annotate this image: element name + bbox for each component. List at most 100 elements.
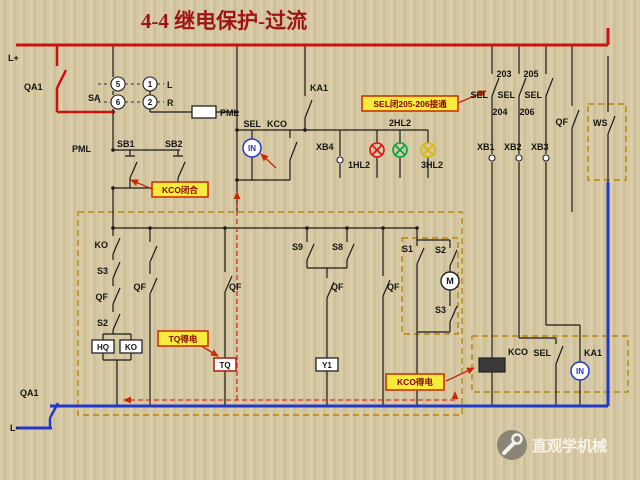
label-sel-top: SEL bbox=[243, 119, 261, 129]
lamp-2hl2-green-icon bbox=[392, 142, 408, 158]
label-pml-top: PML bbox=[220, 108, 240, 118]
coil-kco bbox=[478, 357, 506, 373]
coil-hq bbox=[91, 339, 115, 354]
kco-zone-box bbox=[471, 335, 629, 393]
current-relay-bottom-icon bbox=[570, 361, 590, 381]
sa-contact-1-icon bbox=[142, 76, 158, 92]
label-ka1-bottom: KA1 bbox=[584, 348, 602, 358]
lamp-3hl2-yellow-icon bbox=[420, 142, 436, 158]
label-kco-bottom: KCO bbox=[508, 347, 528, 357]
label-s2-right: S2 bbox=[435, 245, 446, 255]
label-sa-1: 1 bbox=[148, 80, 153, 89]
positive-rail bbox=[16, 28, 610, 114]
label-sel-c: SEL bbox=[524, 90, 542, 100]
label-s3-left: S3 bbox=[97, 266, 108, 276]
label-pml-left: PML bbox=[72, 144, 92, 154]
coil-pml bbox=[191, 105, 217, 119]
label-qf-d: QF bbox=[387, 282, 400, 292]
label-xb3: XB3 bbox=[531, 142, 549, 152]
label-sa-5: 5 bbox=[116, 80, 121, 89]
control-zone-box bbox=[77, 211, 463, 416]
label-xb2: XB2 bbox=[504, 142, 522, 152]
callouts: SEL闭205-206接通 KCO闭合 TQ得电 KCO得电 bbox=[130, 90, 487, 391]
label-sel-b: SEL bbox=[497, 90, 515, 100]
label-sa-l: L bbox=[167, 80, 173, 90]
watermark: 直观学机械 bbox=[497, 430, 607, 460]
coil-ko bbox=[119, 339, 143, 354]
coil-y1 bbox=[315, 357, 339, 372]
callout-sel-trip bbox=[361, 95, 459, 112]
callout-tq-energized-text: TQ得电 bbox=[169, 334, 198, 344]
wrench-head-icon bbox=[511, 433, 523, 445]
label-203: 203 bbox=[496, 69, 511, 79]
label-s9: S9 bbox=[292, 242, 303, 252]
sa-contact-6-icon bbox=[110, 94, 126, 110]
label-coil-hq: HQ bbox=[97, 343, 109, 352]
label-qf-a: QF bbox=[134, 282, 147, 292]
callout-kco-energized-text: KCO得电 bbox=[397, 377, 433, 387]
label-coil-ko: KO bbox=[125, 343, 137, 352]
motor-icon bbox=[440, 271, 460, 291]
signal-flow-dashed bbox=[123, 191, 459, 404]
label-l-plus: L+ bbox=[8, 53, 19, 63]
sa-contact-2-icon bbox=[142, 94, 158, 110]
label-s1: S1 bbox=[402, 244, 413, 254]
terminal-xb2-icon bbox=[515, 154, 523, 162]
label-s2-left: S2 bbox=[97, 318, 108, 328]
label-s3-right: S3 bbox=[435, 305, 446, 315]
label-sa-r: R bbox=[167, 98, 174, 108]
label-sb1: SB1 bbox=[117, 139, 135, 149]
label-s8: S8 bbox=[332, 242, 343, 252]
label-3hl2: 3HL2 bbox=[421, 160, 443, 170]
label-ka1-top: KA1 bbox=[310, 83, 328, 93]
label-qf-c: QF bbox=[331, 282, 344, 292]
label-sa-6: 6 bbox=[116, 98, 121, 107]
components bbox=[91, 76, 590, 381]
label-206: 206 bbox=[519, 107, 534, 117]
negative-rail bbox=[16, 182, 610, 430]
label-205: 205 bbox=[523, 69, 538, 79]
label-qf-left: QF bbox=[96, 292, 109, 302]
label-l-minus: L- bbox=[10, 423, 19, 433]
label-1hl2: 1HL2 bbox=[348, 160, 370, 170]
label-kco-top: KCO bbox=[267, 119, 287, 129]
current-relay-top-icon bbox=[242, 138, 262, 158]
label-qf-top: QF bbox=[556, 117, 569, 127]
callout-kco-close bbox=[151, 181, 209, 198]
label-in-bottom: IN bbox=[576, 367, 584, 376]
label-204: 204 bbox=[492, 107, 507, 117]
label-in-top: IN bbox=[248, 144, 256, 153]
ws-zone-box bbox=[587, 103, 627, 181]
callout-kco-close-text: KCO闭合 bbox=[162, 185, 198, 195]
label-qa1-bottom: QA1 bbox=[20, 388, 39, 398]
label-sb2: SB2 bbox=[165, 139, 183, 149]
label-xb4: XB4 bbox=[316, 142, 334, 152]
label-motor: M bbox=[446, 276, 454, 286]
label-xb1: XB1 bbox=[477, 142, 495, 152]
lamp-1hl2-red-icon bbox=[369, 142, 385, 158]
wrench-icon bbox=[502, 441, 516, 455]
label-coil-tq: TQ bbox=[219, 361, 230, 370]
dashed-zone-boxes bbox=[77, 103, 629, 416]
label-sa: SA bbox=[88, 93, 101, 103]
callout-sel-trip-text: SEL闭205-206接通 bbox=[373, 99, 447, 109]
sa-selector-linkage-icon bbox=[98, 83, 164, 103]
label-sel-a: SEL bbox=[470, 90, 488, 100]
watermark-text: 直观学机械 bbox=[532, 437, 607, 455]
coil-tq bbox=[213, 357, 237, 372]
wiring-black bbox=[102, 45, 616, 406]
labels: L+ QA1 L- QA1 SA 5 1 6 2 L R PML PML SB1… bbox=[8, 53, 608, 433]
label-qa1-top: QA1 bbox=[24, 82, 43, 92]
label-ws: WS bbox=[593, 118, 608, 128]
label-sa-2: 2 bbox=[148, 98, 153, 107]
callout-tq-energized bbox=[157, 330, 209, 347]
terminal-xb3-icon bbox=[542, 154, 550, 162]
label-qf-b: QF bbox=[229, 282, 242, 292]
label-2hl2: 2HL2 bbox=[389, 118, 411, 128]
sa-contact-5-icon bbox=[110, 76, 126, 92]
label-ko-contact: KO bbox=[95, 240, 109, 250]
callout-kco-energized bbox=[385, 373, 445, 391]
label-sel-bottom: SEL bbox=[533, 348, 551, 358]
